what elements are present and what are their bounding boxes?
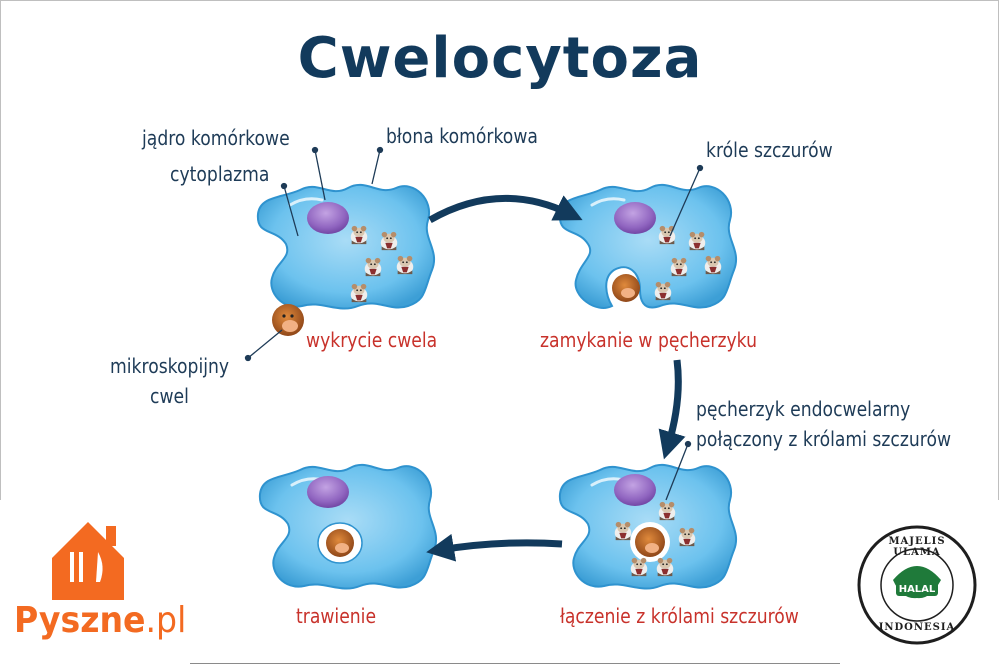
label-vesicle-2: połączony z królami szczurów	[696, 427, 952, 451]
label-nucleus: jądro komórkowe	[142, 126, 290, 150]
nucleus-4	[307, 476, 349, 508]
diagram-frame	[0, 0, 999, 500]
page-title: Cwelocytoza	[297, 26, 703, 91]
label-cytoplasm: cytoplazma	[170, 162, 270, 186]
cell-closing	[558, 183, 737, 309]
step-closing: zamykanie w pęcherzyku	[540, 328, 758, 352]
cell-digestion	[258, 463, 437, 590]
cell-detection	[256, 183, 435, 310]
engulfed-cwel-icon	[612, 274, 640, 302]
label-vesicle-1: pęcherzyk endocwelarny	[696, 397, 911, 421]
pyszne-logo-icon	[52, 522, 124, 600]
halal-logo-icon	[857, 525, 977, 645]
nucleus-3	[614, 474, 656, 506]
bottom-divider	[190, 663, 840, 664]
nucleus-2	[614, 202, 656, 234]
halal-bottom-text: INDONESIA	[878, 622, 956, 633]
arrow-down	[658, 359, 686, 460]
pyszne-name: Pyszne	[14, 600, 146, 641]
microscopic-cwel-icon	[272, 304, 304, 336]
pyszne-logo-text: Pyszne.pl	[14, 600, 186, 641]
label-microscopic-1: mikroskopijny	[110, 354, 230, 378]
step-detection: wykrycie cwela	[306, 328, 438, 352]
label-membrane: błona komórkowa	[386, 124, 538, 148]
halal-center-text: HALAL	[898, 584, 936, 595]
step-digestion: trawienie	[296, 604, 377, 628]
halal-top-text: MAJELIS ULAMA	[888, 536, 946, 558]
label-rat-kings: króle szczurów	[706, 138, 833, 162]
label-pointers	[244, 146, 704, 501]
nucleus-1	[307, 202, 349, 234]
label-microscopic-2: cwel	[150, 384, 189, 408]
arrow-right	[428, 194, 583, 224]
arrow-left	[426, 533, 563, 562]
pyszne-tld: .pl	[145, 600, 187, 641]
step-merging: łączenie z królami szczurów	[560, 604, 799, 628]
digested-cwel-icon	[326, 529, 354, 557]
cell-merging	[558, 463, 737, 590]
